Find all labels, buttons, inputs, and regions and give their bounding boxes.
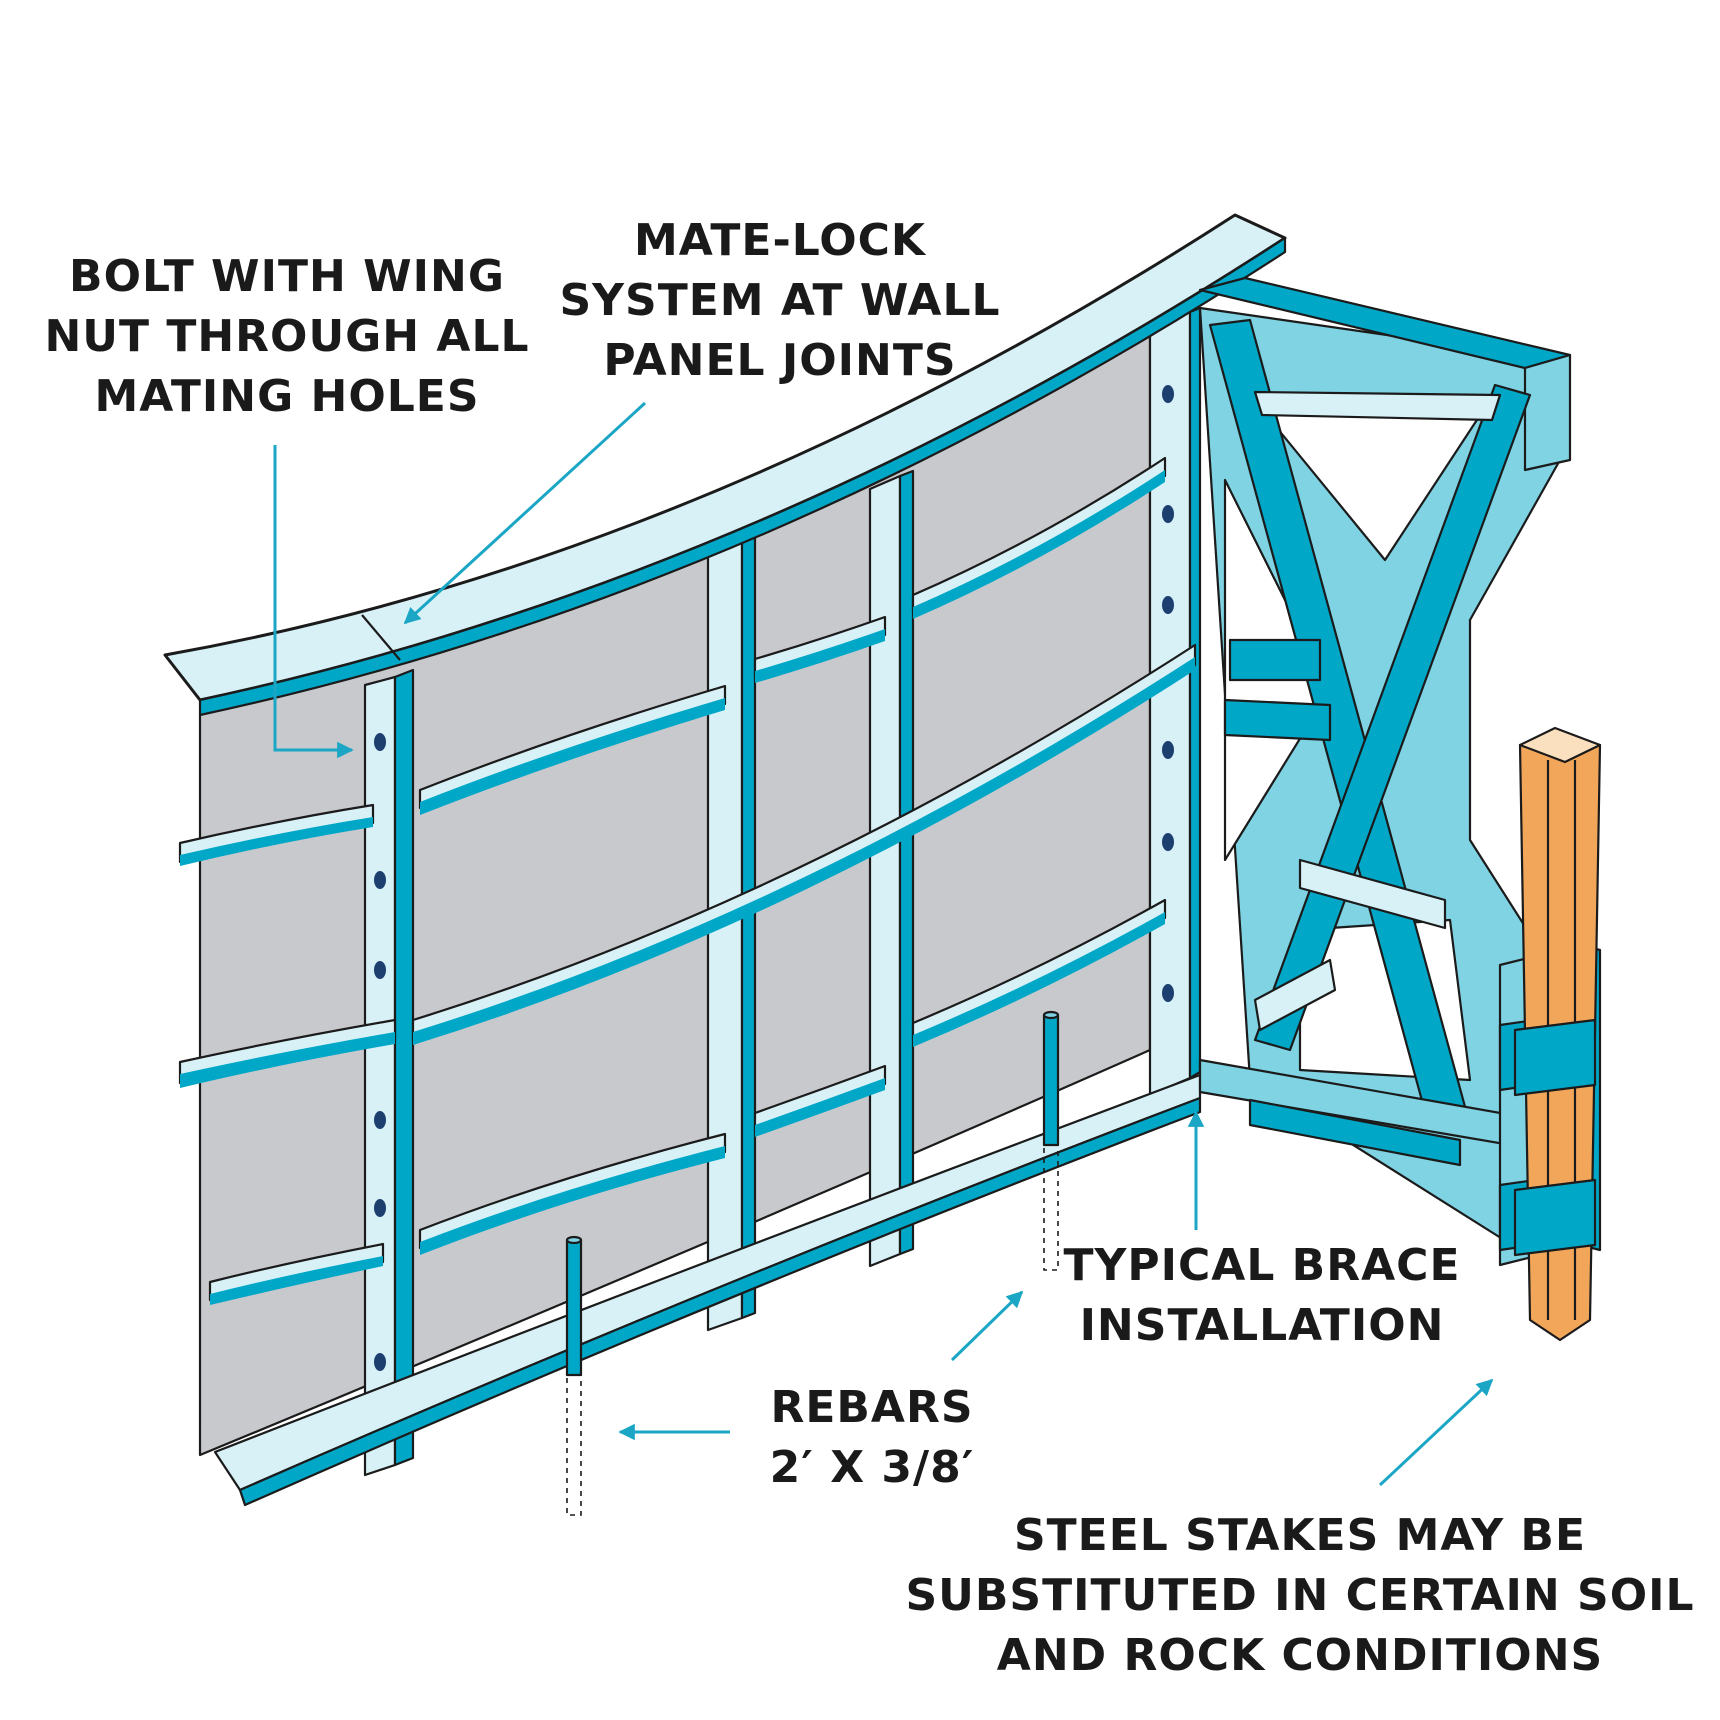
label-brace: TYPICAL BRACE INSTALLATION: [1063, 1240, 1460, 1351]
bolt-hole: [374, 1111, 386, 1129]
stud-center-left-edge: [740, 529, 757, 1320]
rebars-label-line-2: 2′ X 3/8′: [770, 1442, 975, 1493]
top-cap-edge: [198, 236, 1287, 717]
label-matelock: MATE-LOCK SYSTEM AT WALL PANEL JOINTS: [559, 215, 1000, 386]
stud-right: [1148, 310, 1192, 1097]
bolt-label-line-3: MATING HOLES: [94, 371, 479, 422]
bolt-hole: [374, 1353, 386, 1371]
brace-inner-strut: [1253, 958, 1337, 1032]
bolt-hole: [1162, 505, 1174, 523]
stud-center-left: [706, 534, 744, 1332]
matelock-label-line-3: PANEL JOINTS: [603, 335, 956, 386]
brace-crossbar-lower: [1223, 698, 1332, 742]
top-cap: [163, 213, 1287, 717]
bolt-hole: [1162, 984, 1174, 1002]
bolt-hole: [374, 1199, 386, 1217]
stud-right-edge: [1188, 306, 1202, 1080]
brace-crossbar-upper: [1253, 390, 1502, 422]
stud-left-edge: [393, 668, 415, 1467]
stake-clamps: [1513, 1018, 1597, 1257]
brace-crossbar-bottom: [1298, 858, 1447, 930]
bolt-hole: [374, 871, 386, 889]
matelock-label-line-2: SYSTEM AT WALL: [559, 275, 1000, 326]
stud-center-right-edge: [898, 469, 915, 1256]
cap-joint: [361, 614, 401, 661]
label-stakes: STEEL STAKES MAY BE SUBSTITUTED IN CERTA…: [905, 1510, 1694, 1681]
brace-crossbar-middle: [1228, 638, 1322, 682]
brace-label-line-1: TYPICAL BRACE: [1063, 1240, 1460, 1291]
callout-arrows: [273, 401, 1494, 1487]
bolt-hole: [374, 733, 386, 751]
rebars: [565, 1010, 1060, 1516]
stakes-label-line-2: SUBSTITUTED IN CERTAIN SOIL: [905, 1570, 1694, 1621]
bolt-hole: [1162, 596, 1174, 614]
bolt-callout-arrow: [273, 445, 354, 759]
bolt-hole: [1162, 385, 1174, 403]
rebar-right: [1042, 1013, 1060, 1147]
bottom-track: [213, 1073, 1202, 1507]
matelock-callout-arrow: [403, 401, 647, 625]
bolt-holes: [374, 385, 1174, 1371]
matelock-label-line-1: MATE-LOCK: [634, 215, 927, 266]
label-bolt: BOLT WITH WING NUT THROUGH ALL MATING HO…: [44, 251, 529, 422]
brace-label-line-2: INSTALLATION: [1080, 1300, 1445, 1351]
rebar-callout-arrow-right: [950, 1290, 1024, 1362]
bolt-label-line-1: BOLT WITH WING: [69, 251, 505, 302]
horizontal-rails: [178, 456, 1197, 1305]
rebars-label-line-1: REBARS: [770, 1382, 973, 1433]
bolt-label-line-2: NUT THROUGH ALL: [44, 311, 529, 362]
brace-frame: [1198, 276, 1602, 1267]
rebar-left-buried: [566, 1374, 582, 1516]
stakes-label-line-1: STEEL STAKES MAY BE: [1014, 1510, 1586, 1561]
stud-center-right: [868, 474, 902, 1268]
stake-clamp-upper: [1513, 1018, 1597, 1097]
bolt-hole: [374, 961, 386, 979]
stake-top: [1518, 726, 1602, 764]
stakes-callout-arrow: [1378, 1378, 1494, 1487]
stake-clamp-lower: [1513, 1178, 1597, 1257]
label-rebars: REBARS 2′ X 3/8′: [770, 1382, 975, 1493]
bolt-hole: [1162, 741, 1174, 759]
stakes-label-line-3: AND ROCK CONDITIONS: [997, 1630, 1603, 1681]
bolt-hole: [1162, 833, 1174, 851]
rebar-left: [565, 1238, 583, 1377]
